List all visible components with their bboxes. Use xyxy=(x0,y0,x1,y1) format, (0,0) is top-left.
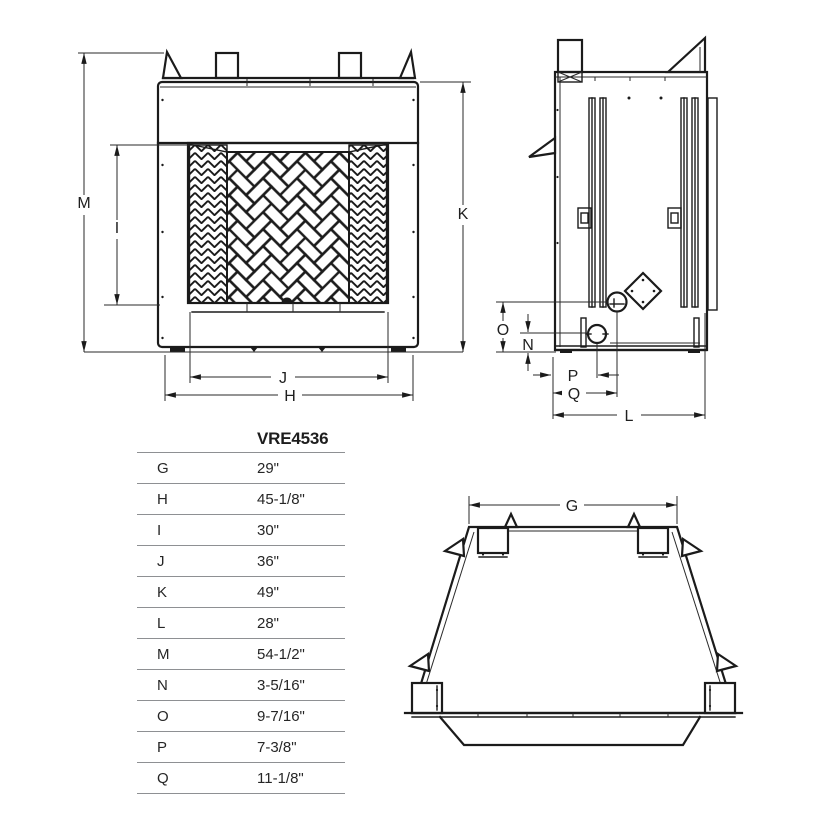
valve-mount-plate xyxy=(623,271,663,311)
top-fin-upper-left xyxy=(442,537,466,558)
gas-valve-assembly xyxy=(606,271,663,313)
dim-value: 9-7/16" xyxy=(257,707,305,725)
top-flue-cutout-left xyxy=(476,526,510,558)
side-top-fin xyxy=(665,35,707,74)
side-rear-flange xyxy=(707,97,718,311)
dim-value: 28" xyxy=(257,614,280,632)
side-mid-brackets xyxy=(577,207,682,229)
dim-key: M xyxy=(157,645,170,663)
gas-inlet-semicircle xyxy=(281,297,293,303)
side-view: O N P Q L xyxy=(491,35,718,425)
front-body-outline xyxy=(156,80,420,349)
front-rivet-holes xyxy=(161,98,415,340)
dim-key: Q xyxy=(157,769,169,787)
side-flue-collar xyxy=(557,71,583,83)
table-row: O 9-7/16" xyxy=(137,701,345,732)
top-dimensions: G xyxy=(468,496,678,524)
table-row: I 30" xyxy=(137,515,345,546)
front-dimensions: M I K J H xyxy=(72,52,475,405)
front-foot-left xyxy=(170,347,185,352)
dim-key: J xyxy=(157,552,165,570)
dim-label-m: M xyxy=(77,195,90,212)
table-row: K 49" xyxy=(137,577,345,608)
table-row: P 7-3/8" xyxy=(137,732,345,763)
dim-value: 45-1/8" xyxy=(257,490,305,508)
top-corner-bracket-right xyxy=(703,681,737,715)
dim-key: O xyxy=(157,707,169,725)
table-row: J 36" xyxy=(137,546,345,577)
dim-label-i: I xyxy=(115,220,119,237)
side-rails xyxy=(588,97,699,308)
dim-label-k: K xyxy=(458,206,469,223)
table-row: H 45-1/8" xyxy=(137,484,345,515)
dim-key: H xyxy=(157,490,168,508)
dim-label-h: H xyxy=(284,388,296,405)
gas-valve-circle xyxy=(606,291,628,313)
dim-value: 29" xyxy=(257,459,280,477)
firebox-side-panel-right xyxy=(348,144,388,304)
front-flue-stub-left xyxy=(214,51,240,80)
table-row: Q 11-1/8" xyxy=(137,763,345,794)
side-holes xyxy=(556,96,663,245)
side-flue-stub xyxy=(556,38,584,74)
dim-label-g: G xyxy=(566,498,578,515)
dim-value: 36" xyxy=(257,552,280,570)
dim-label-j: J xyxy=(279,370,287,387)
front-nailing-fin-left xyxy=(161,48,183,80)
side-left-fin xyxy=(528,135,557,159)
dim-label-p: P xyxy=(568,368,579,385)
firebox-side-panel-left xyxy=(188,144,228,304)
front-view: M I K J H xyxy=(72,48,475,405)
dim-key: L xyxy=(157,614,166,632)
side-dimensions: O N P Q L xyxy=(491,301,706,425)
top-fin-lower-left xyxy=(407,652,431,673)
dim-key: G xyxy=(157,459,169,477)
top-fin-upper-right xyxy=(680,537,704,558)
dim-value: 49" xyxy=(257,583,280,601)
dim-label-n: N xyxy=(522,337,534,354)
front-flue-stub-right xyxy=(337,51,363,80)
side-post-rear xyxy=(693,317,700,348)
dim-value: 3-5/16" xyxy=(257,676,305,694)
dim-label-q: Q xyxy=(568,386,580,403)
dim-value: 30" xyxy=(257,521,280,539)
table-row: M 54-1/2" xyxy=(137,639,345,670)
dim-value: 11-1/8" xyxy=(257,769,304,787)
dim-key: P xyxy=(157,738,168,756)
dim-value: 7-3/8" xyxy=(257,738,297,756)
top-front-apron xyxy=(438,715,702,747)
front-foot-right xyxy=(391,347,406,352)
dim-value: 54-1/2" xyxy=(257,645,305,663)
firebox-back-panel-herringbone xyxy=(226,151,350,304)
dim-key: N xyxy=(157,676,168,694)
top-view: G xyxy=(403,496,744,747)
dim-label-l: L xyxy=(625,408,634,425)
firebox xyxy=(186,141,390,313)
table-row: N 3-5/16" xyxy=(137,670,345,701)
table-row: G 29" xyxy=(137,453,345,484)
spec-table: VRE4536 G 29" H 45-1/8" I 30" J 36" K 49… xyxy=(137,428,345,794)
front-nailing-fin-right xyxy=(398,48,417,80)
dim-label-o: O xyxy=(497,322,509,339)
dim-key: K xyxy=(157,583,168,601)
top-fin-lower-right xyxy=(715,652,739,673)
top-flue-cutout-right xyxy=(636,526,670,558)
top-corner-bracket-left xyxy=(410,681,444,715)
model-number-title: VRE4536 xyxy=(137,428,345,453)
dim-key: I xyxy=(157,521,162,539)
top-tab-right xyxy=(626,511,642,529)
table-row: L 28" xyxy=(137,608,345,639)
top-tab-left xyxy=(503,511,519,529)
top-bottom-ticks xyxy=(477,713,669,717)
